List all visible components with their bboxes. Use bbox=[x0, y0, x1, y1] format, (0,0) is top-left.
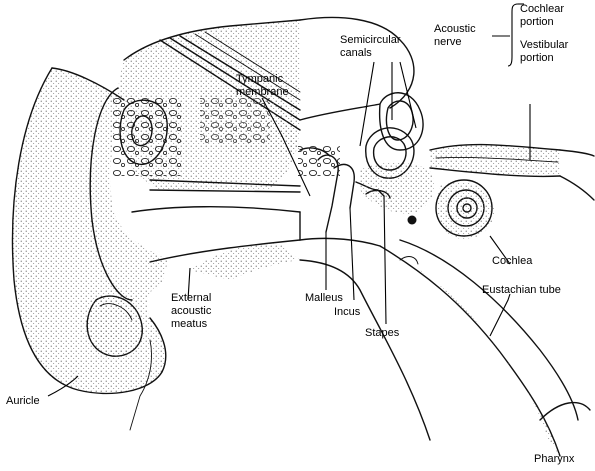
label-malleus: Malleus bbox=[305, 292, 343, 304]
label-external-acoustic-meatus: External acoustic meatus bbox=[171, 292, 212, 330]
label-incus: Incus bbox=[334, 306, 361, 318]
ear-canal bbox=[131, 206, 301, 280]
svg-text:portion: portion bbox=[520, 16, 554, 28]
auricle-shape bbox=[11, 67, 169, 431]
svg-text:portion: portion bbox=[520, 52, 554, 64]
svg-text:Vestibular: Vestibular bbox=[520, 39, 569, 51]
label-pharynx: Pharynx bbox=[534, 453, 575, 465]
label-vestibular-portion: Vestibular portion bbox=[520, 39, 569, 64]
inner-ear bbox=[360, 92, 495, 239]
svg-text:membrane: membrane bbox=[236, 86, 289, 98]
label-eustachian-tube: Eustachian tube bbox=[482, 284, 561, 296]
label-tympanic-membrane: Tympanic membrane bbox=[236, 73, 289, 98]
label-cochlear-portion: Cochlear portion bbox=[520, 3, 564, 28]
label-cochlea: Cochlea bbox=[492, 255, 533, 267]
svg-text:Cochlear: Cochlear bbox=[520, 3, 564, 15]
leader-lines bbox=[47, 3, 531, 397]
svg-text:Tympanic: Tympanic bbox=[236, 73, 284, 85]
svg-text:meatus: meatus bbox=[171, 318, 208, 330]
label-acoustic-nerve: Acoustic nerve bbox=[434, 23, 476, 48]
eustachian-tube-drawing bbox=[299, 237, 591, 457]
acoustic-nerve-drawing bbox=[429, 143, 595, 201]
label-semicircular-canals: Semicircular canals bbox=[340, 34, 401, 59]
svg-text:External: External bbox=[171, 292, 211, 304]
svg-text:canals: canals bbox=[340, 47, 372, 59]
label-auricle: Auricle bbox=[6, 395, 40, 407]
svg-text:acoustic: acoustic bbox=[171, 305, 212, 317]
skull-contour bbox=[200, 16, 415, 160]
label-stapes: Stapes bbox=[365, 327, 400, 339]
svg-text:nerve: nerve bbox=[434, 36, 462, 48]
svg-text:Semicircular: Semicircular bbox=[340, 34, 401, 46]
svg-text:Acoustic: Acoustic bbox=[434, 23, 476, 35]
